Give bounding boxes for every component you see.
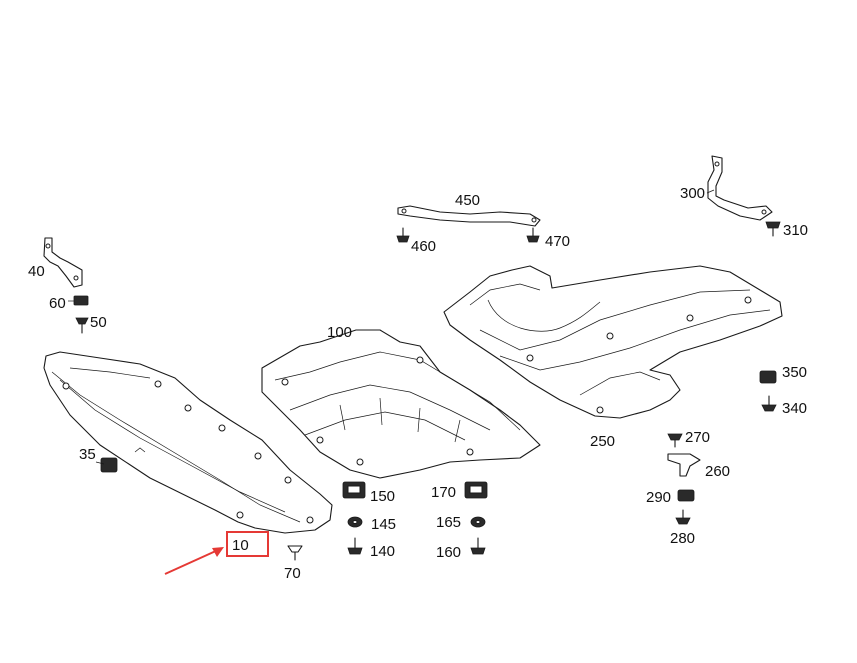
part-label-300: 300 — [680, 185, 706, 202]
part-label-170: 170 — [431, 484, 457, 501]
part-160-bolt — [470, 537, 486, 555]
part-140-bolt — [347, 537, 363, 555]
part-label-50: 50 — [90, 314, 107, 331]
leader-lines — [68, 189, 715, 465]
part-label-150: 150 — [370, 488, 396, 505]
part-label-35: 35 — [79, 446, 96, 463]
part-label-260: 260 — [705, 463, 731, 480]
part-70-screw — [287, 545, 303, 561]
part-290-clip — [677, 489, 695, 502]
part-460-bolt — [396, 227, 410, 243]
part-label-350: 350 — [782, 364, 808, 381]
part-label-270: 270 — [685, 429, 711, 446]
highlight-box-part-10: 10 — [226, 531, 269, 557]
part-150-nut — [342, 481, 366, 499]
part-60-clip — [73, 295, 89, 306]
part-label-70: 70 — [284, 565, 301, 582]
part-label-60: 60 — [49, 295, 66, 312]
part-280-screw — [675, 509, 691, 525]
part-250-rear-panel — [443, 265, 783, 419]
part-10-front-panel — [43, 351, 333, 534]
part-label-470: 470 — [545, 233, 571, 250]
part-label-140: 140 — [370, 543, 396, 560]
part-50-screw — [75, 317, 89, 334]
part-label-280: 280 — [670, 530, 696, 547]
part-label-145: 145 — [371, 516, 397, 533]
part-label-10: 10 — [232, 537, 249, 554]
part-310-bolt — [765, 221, 781, 237]
part-470-bolt — [526, 227, 540, 243]
part-label-40: 40 — [28, 263, 45, 280]
part-450-strut — [397, 205, 541, 227]
part-label-165: 165 — [436, 514, 462, 531]
part-300-bracket — [707, 155, 773, 221]
part-label-160: 160 — [436, 544, 462, 561]
part-label-250: 250 — [590, 433, 616, 450]
part-label-310: 310 — [783, 222, 809, 239]
part-340-screw — [761, 395, 777, 412]
part-170-nut — [464, 481, 488, 499]
part-260-bracket — [667, 453, 701, 477]
part-350-clip — [759, 370, 777, 384]
part-145-washer — [347, 516, 363, 528]
part-label-290: 290 — [646, 489, 672, 506]
part-label-340: 340 — [782, 400, 808, 417]
part-label-100: 100 — [327, 324, 353, 341]
part-165-washer — [470, 516, 486, 528]
part-40-bracket — [43, 237, 83, 288]
part-label-450: 450 — [455, 192, 481, 209]
part-100-centre-panel — [261, 329, 541, 479]
part-label-460: 460 — [411, 238, 437, 255]
part-35-clip — [100, 457, 118, 473]
highlight-arrow — [164, 547, 224, 575]
part-270-screw — [667, 433, 683, 448]
